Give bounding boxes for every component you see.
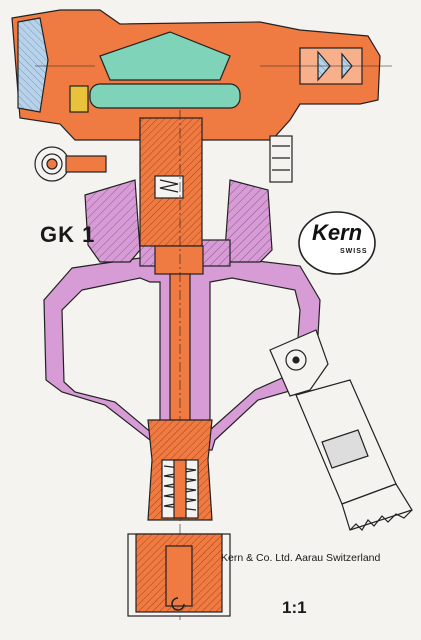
adjustment-knob-left [34,146,107,182]
suspension-hook-icon [171,597,185,611]
central-spindle [139,110,204,620]
scale-label: 1:1 [282,598,307,617]
hook-housing [127,533,231,617]
spring-sleeve [147,419,213,521]
optical-head [11,9,392,141]
company-caption: Kern & Co. Ltd. Aarau Switzerland [221,552,381,564]
kern-logo: Kern SWISS [296,210,378,276]
logo-brand: Kern [312,220,363,245]
kern-oval-logo-icon [298,211,376,275]
side-clamp [269,329,413,531]
adjustment-knob-right [269,135,293,183]
model-label: GK 1 [40,222,96,247]
logo-subtitle: SWISS [340,248,368,255]
